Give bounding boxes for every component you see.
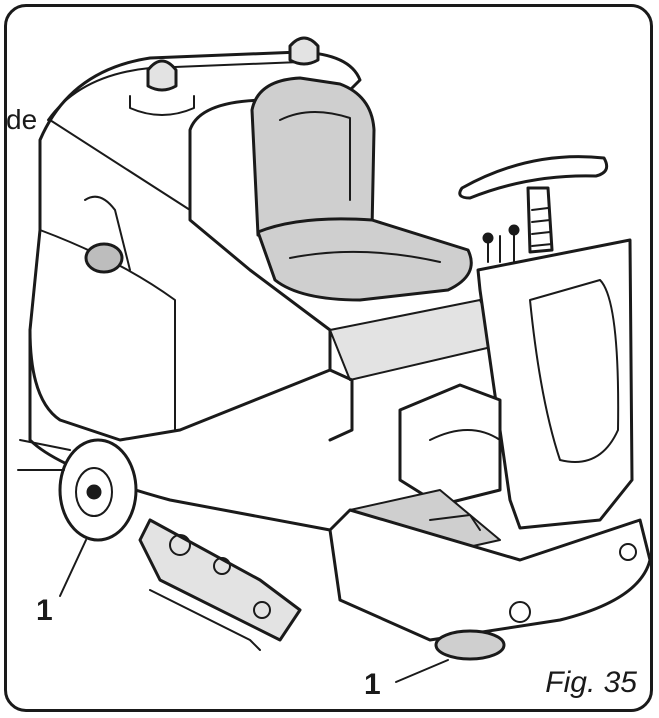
seat-back [250,76,376,237]
front-light [509,601,531,623]
callout-rear-wheel: 1 [36,594,53,627]
side-vent [84,242,124,274]
seat-cushion [256,217,473,302]
figure-caption: Fig. 35 [545,666,637,699]
front-console [476,238,634,530]
front-bumper [328,508,652,642]
front-wheel [434,629,506,661]
callout-front-wheel: 1 [364,668,381,701]
clipped-text-fragment: de [6,104,38,135]
steering-column [526,186,554,254]
body-edge [49,119,191,211]
beacon-right [288,36,320,66]
leader-line-front [395,659,449,683]
leader-line-rear [59,539,87,597]
body-top-panel [47,61,301,121]
steering-wheel [458,155,609,200]
deck [329,299,501,381]
beacon-left [146,59,178,92]
brush-deck [138,518,302,642]
seat-base [398,383,502,507]
